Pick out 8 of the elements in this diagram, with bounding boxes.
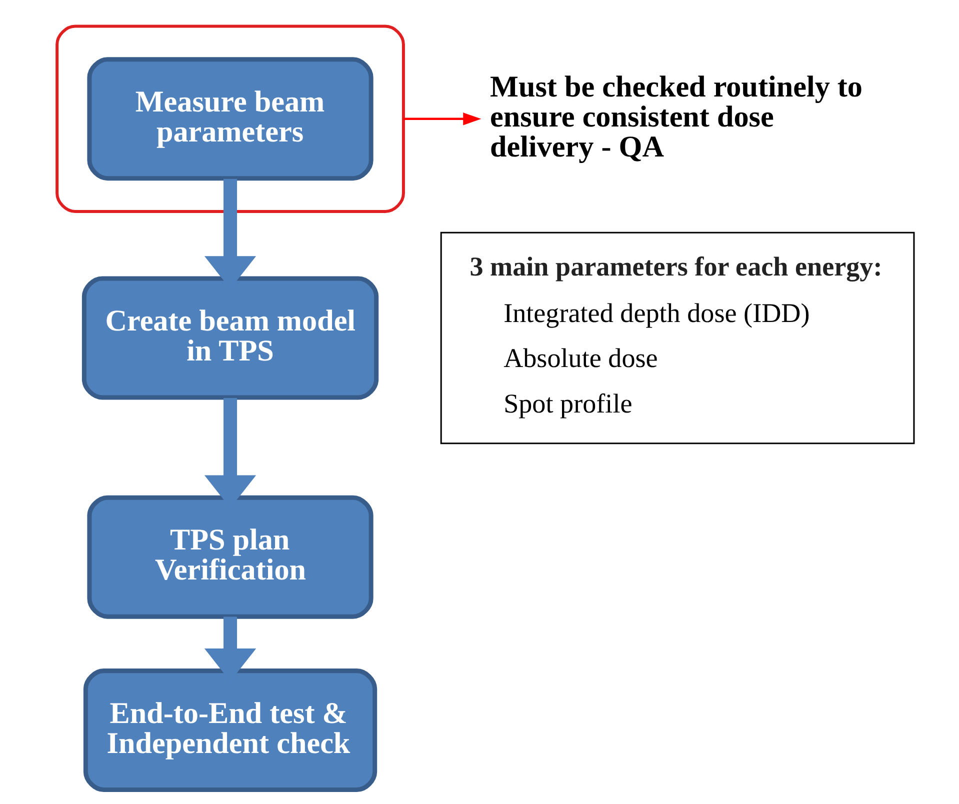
- node-box: 3 main parameters for each energy: Integrated depth dose (IDD) Absolute dose Spot profile: [440, 232, 915, 444]
- arrow: [403, 112, 482, 126]
- node-text: Must be checked routinely to ensure consistent dose delivery - QA: [490, 69, 862, 164]
- cluster: [56, 24, 405, 213]
- node-box: Measure beam parameters: [87, 57, 374, 181]
- node-box: TPS plan Verification: [87, 495, 374, 619]
- node-box: Create beam model in TPS: [82, 276, 379, 400]
- node-box: End-to-End test & Independent check: [83, 668, 378, 792]
